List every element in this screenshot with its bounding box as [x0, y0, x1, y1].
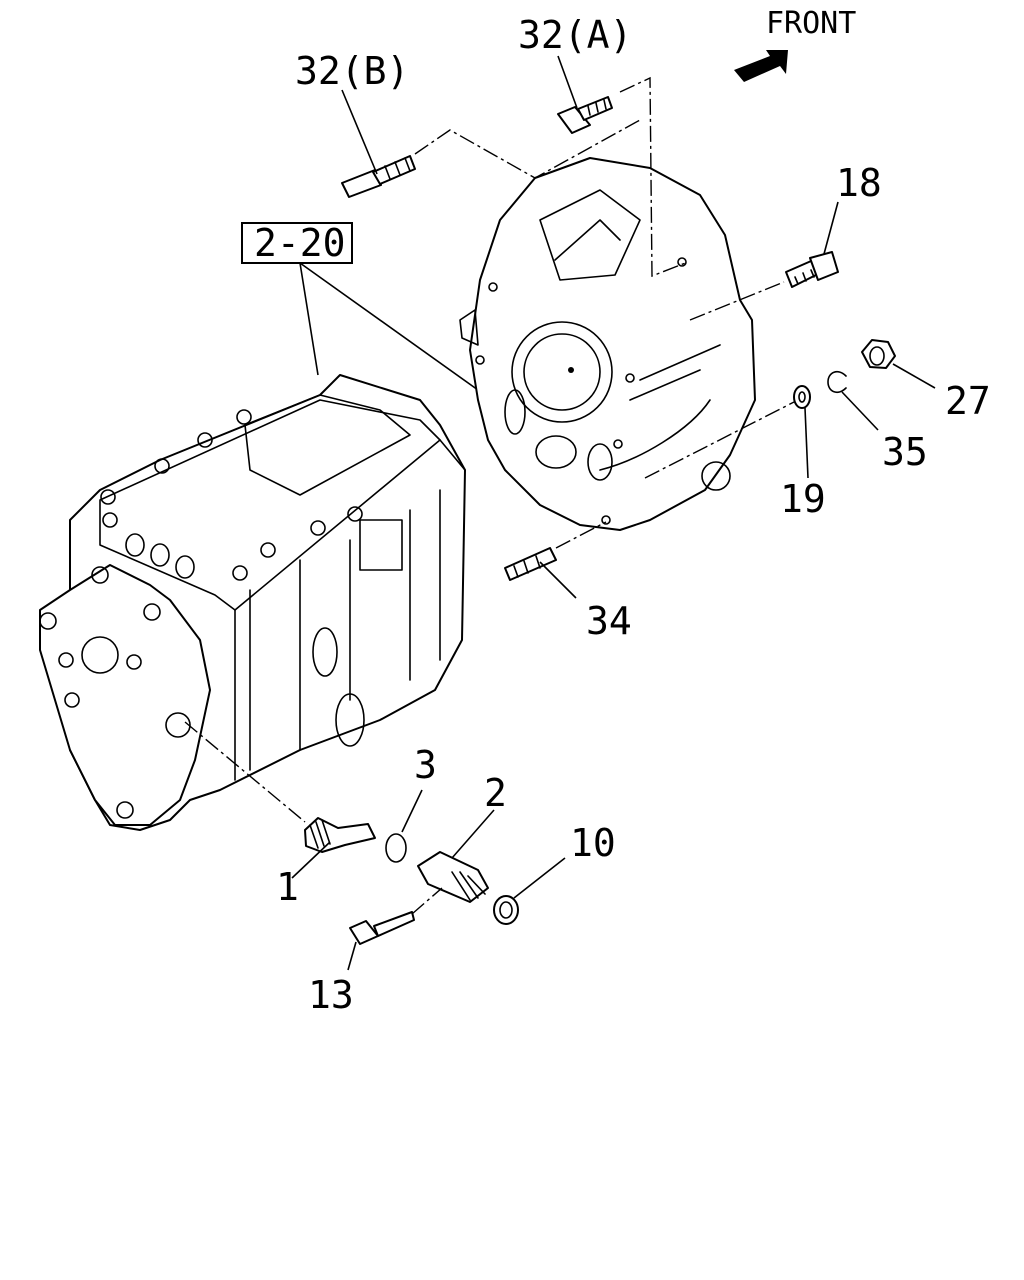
front-indicator: FRONT — [734, 6, 856, 82]
callout-27: 27 — [945, 379, 991, 423]
stud-34: 34 — [504, 547, 632, 643]
transmission-case-drawing — [39, 374, 466, 831]
spring-washer-35: 35 — [827, 370, 928, 474]
sensor-2: 2 — [417, 771, 507, 903]
group-ref-label: 2-20 — [254, 221, 346, 265]
bolt-18: 18 — [785, 161, 882, 288]
front-label: FRONT — [766, 6, 856, 41]
callout-19: 19 — [780, 477, 826, 521]
callout-18: 18 — [836, 161, 882, 205]
callout-13: 13 — [308, 973, 354, 1017]
callout-1: 1 — [276, 865, 299, 909]
callout-3: 3 — [414, 743, 437, 787]
front-arrow-icon — [734, 50, 788, 82]
callout-2: 2 — [484, 771, 507, 815]
shaft-1: 1 — [276, 817, 376, 909]
washer-19: 19 — [780, 385, 826, 521]
group-ref-box: 2-20 — [241, 221, 479, 391]
callout-34: 34 — [586, 599, 632, 643]
bolt-32b: 32(B) — [295, 49, 416, 198]
callout-10: 10 — [570, 821, 616, 865]
screw-13: 13 — [308, 911, 415, 1017]
callout-35: 35 — [882, 430, 928, 474]
callout-32a: 32(A) — [518, 13, 632, 57]
callout-32b: 32(B) — [295, 49, 409, 93]
nut-27: 27 — [861, 339, 991, 423]
flywheel-housing-drawing — [459, 157, 756, 531]
o-ring-3: 3 — [385, 743, 437, 863]
cap-10: 10 — [493, 821, 616, 925]
bolt-32a: 32(A) — [518, 13, 632, 134]
